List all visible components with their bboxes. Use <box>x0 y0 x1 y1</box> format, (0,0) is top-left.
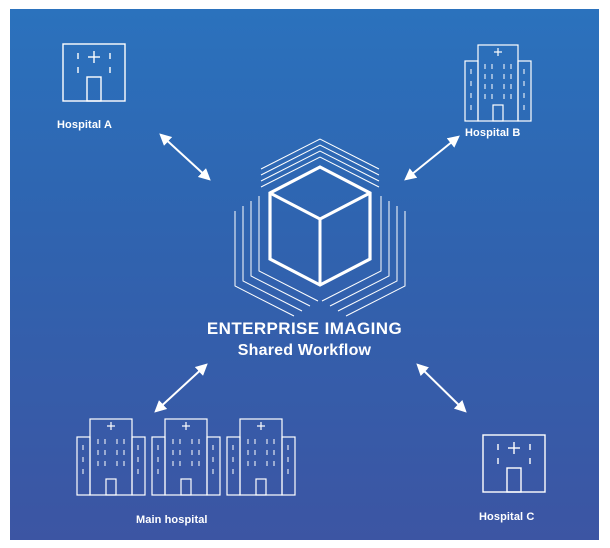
hospital-a-icon <box>62 43 126 102</box>
node-label-hospital-c: Hospital C <box>479 511 535 523</box>
node-label-hospital-b: Hospital B <box>465 127 521 139</box>
hospital-c-icon <box>482 434 546 493</box>
node-label-main-hospital: Main hospital <box>136 514 208 526</box>
center-title: ENTERPRISE IMAGING <box>206 319 403 338</box>
main-hospital-icon <box>76 418 296 496</box>
diagram-panel: Hospital A Hospital B Main hospital Hosp… <box>10 9 599 540</box>
bidirectional-arrow-icon <box>154 133 467 413</box>
cube-stack-icon <box>234 138 406 317</box>
center-subtitle: Shared Workflow <box>237 342 372 359</box>
node-label-hospital-a: Hospital A <box>57 119 112 131</box>
hospital-b-icon <box>464 44 532 122</box>
diagram-graphics <box>62 43 546 496</box>
